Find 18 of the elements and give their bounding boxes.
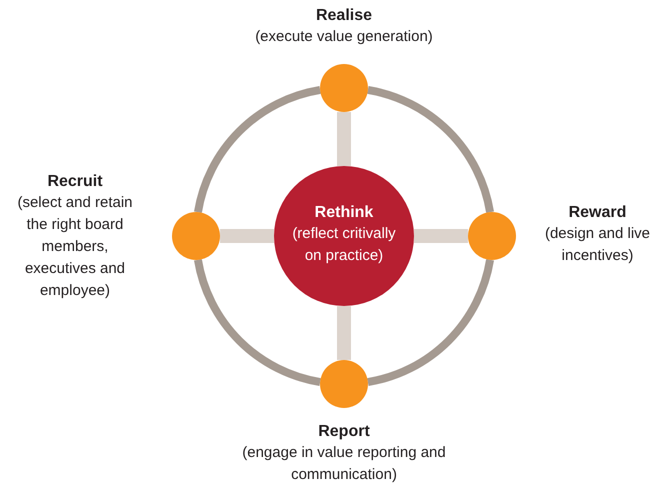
spoke-connector: [337, 306, 351, 360]
node-description: (select and retain the right board members, executives and employee): [16, 193, 134, 301]
spoke-connector: [337, 112, 351, 166]
ring-arc: [367, 259, 494, 386]
ring-arc: [367, 86, 494, 213]
node-description: (engage in value reporting and communication): [241, 443, 447, 485]
spoke-connector: [414, 229, 468, 243]
node-heading: Rethink: [314, 203, 374, 223]
node-description: (design and live incentives): [544, 224, 652, 266]
node-heading: Recruit: [46, 172, 104, 192]
node-heading: Realise: [314, 6, 374, 26]
node-description: (reflect critivally on practice): [291, 224, 397, 266]
node-description: (execute value generation): [254, 27, 434, 47]
node-heading: Reward: [568, 203, 628, 223]
ring-arc: [194, 259, 321, 386]
spoke-connector: [220, 229, 274, 243]
node-heading: Report: [317, 422, 371, 442]
ring-arc: [194, 86, 321, 213]
